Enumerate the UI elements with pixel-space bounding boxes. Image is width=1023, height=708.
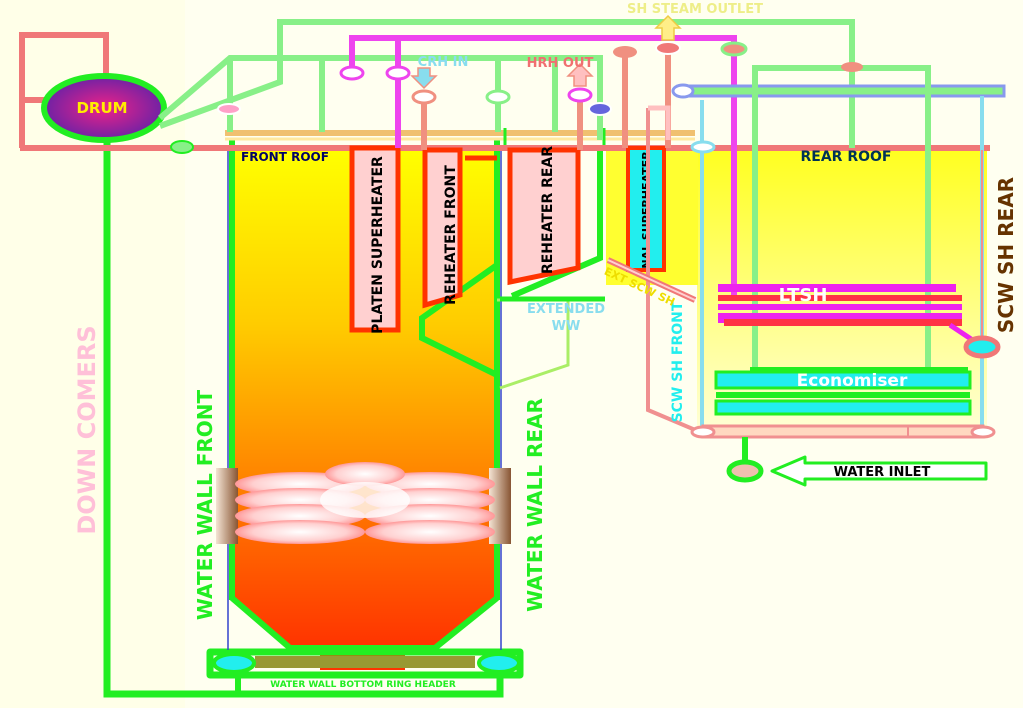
burner-rear — [489, 468, 511, 544]
drum — [41, 73, 167, 143]
hrh-out-arrow — [566, 62, 594, 87]
economiser-inlet-header — [701, 424, 985, 439]
sh-steam-outlet-label: SH STEAM OUTLET — [627, 2, 763, 17]
rear-roof-label: REAR ROOF — [801, 149, 892, 165]
reheater-front — [422, 147, 463, 309]
platen-superheater-label: PLATEN SUPERHEATER — [370, 156, 386, 334]
platen-nozzle-1 — [339, 65, 365, 81]
rear-arch — [510, 150, 603, 299]
extended-ww-label-1: EXTENDED — [527, 302, 605, 317]
bottom-ring-header — [206, 648, 524, 679]
ring-header-left-end — [212, 652, 256, 674]
inlet-header-left-end — [690, 425, 716, 439]
hrh-out-label: HRH OUT — [527, 56, 594, 71]
platen-nozzle-2 — [385, 65, 411, 81]
platen-header-pipe — [349, 35, 737, 300]
final-sh-nozzle-1 — [613, 46, 637, 58]
reheater-rear-label: REHEATER REAR — [540, 146, 556, 274]
water-wall-rear-label: WATER WALL REAR — [523, 398, 547, 612]
rear-header-left-end — [671, 83, 695, 99]
ext-scw-sh-header-in — [607, 259, 696, 301]
crh-nozzle — [411, 89, 437, 105]
rear-roof-nozzle — [690, 140, 716, 154]
ring-header-right-end — [477, 652, 521, 674]
economiser-label: Economiser — [797, 371, 908, 391]
hrh-nozzle — [567, 87, 593, 103]
rear-pass-top-header — [676, 84, 1006, 98]
economiser-bank-1 — [750, 367, 968, 372]
drum-nozzle — [170, 140, 194, 154]
economiser-bank-3 — [716, 392, 970, 398]
sh-steam-outlet-arrow — [654, 14, 682, 41]
scw-sh-front-label: SCW SH FRONT — [670, 301, 686, 422]
rh-rear-nozzle — [588, 102, 612, 116]
bottom-ring-header-label: WATER WALL BOTTOM RING HEADER — [270, 680, 456, 690]
ltsh-outlet-nozzle — [720, 41, 748, 57]
flames — [235, 462, 495, 544]
rear-riser-nozzle — [841, 62, 863, 72]
ltsh-bank-3 — [718, 304, 962, 310]
scw-sh-rear-label: SCW SH REAR — [994, 177, 1018, 333]
scw-sh-front-pipe2 — [648, 105, 671, 140]
burner-front — [216, 468, 238, 544]
water-wall-front-label: WATER WALL FRONT — [193, 389, 217, 620]
furnace-hopper — [230, 595, 499, 651]
crh-in-arrow — [410, 67, 438, 90]
scw-sh-front-pipe — [646, 108, 701, 434]
extended-ww-label-2: WW — [552, 319, 581, 334]
drum-riser-a — [158, 55, 603, 140]
economiser-bank-2 — [714, 370, 972, 390]
ltsh-label: LTSH — [779, 285, 828, 306]
final-sh-nozzle-2 — [655, 41, 681, 55]
water-inlet-label: WATER INLET — [834, 465, 931, 480]
platen-superheater — [349, 145, 401, 333]
down-comers-label: DOWN COMERS — [73, 325, 101, 534]
drum-loop-salmon — [19, 32, 109, 103]
water-inlet-arrow — [770, 455, 988, 487]
riser-nozzle-1 — [217, 103, 241, 115]
inlet-header-right-end — [970, 425, 996, 439]
economiser-bank-4 — [714, 399, 972, 416]
bottom-ring-inner — [255, 656, 475, 668]
ltsh-bank-4 — [718, 313, 962, 323]
ltsh-bank-1 — [718, 284, 956, 292]
scw-sh-rear-header — [963, 335, 1001, 359]
reheater-front-label: REHEATER FRONT — [443, 165, 459, 305]
drum-label: DRUM — [76, 99, 127, 117]
crh-in-label: CRH IN — [418, 55, 469, 70]
front-roof-label: FRONT ROOF — [241, 150, 329, 164]
water-inlet-nozzle — [726, 459, 764, 483]
reheater-rear — [507, 147, 581, 286]
riser-nozzle-2 — [485, 89, 511, 105]
ltsh-bank-5 — [724, 319, 962, 326]
ltsh-bank-2 — [718, 295, 962, 301]
